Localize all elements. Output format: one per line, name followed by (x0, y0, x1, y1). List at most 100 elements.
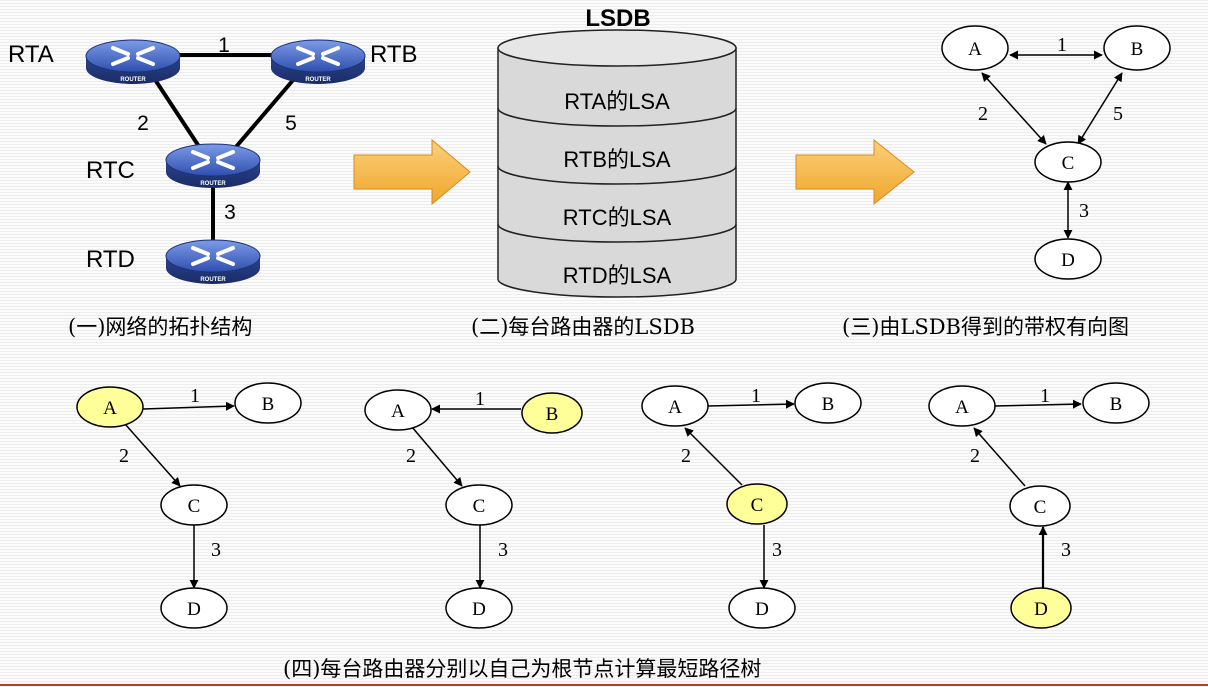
lsdb-entry: RTB的LSA (563, 147, 671, 172)
spt-weight-ac: 2 (406, 445, 416, 467)
weight-cd: 3 (1079, 200, 1089, 222)
caption-topology: (一)网络的拓扑结构 (68, 315, 252, 339)
cost-bc: 5 (285, 112, 297, 135)
spt-node-label: B (822, 394, 835, 415)
digraph-panel: 1 2 5 3 A B C D (三)由LSDB得到的带权有向图 (842, 25, 1171, 339)
router-badge: ROUTER (200, 277, 226, 283)
caption-digraph: (三)由LSDB得到的带权有向图 (842, 315, 1129, 339)
spt-edge-a-c (124, 423, 181, 487)
weight-bc: 5 (1113, 103, 1123, 125)
spt-weight-cd: 3 (772, 539, 782, 561)
spt-node-b (794, 382, 862, 424)
router-label-rtc: RTC (86, 157, 135, 184)
flow-arrow-1 (353, 138, 471, 206)
lsdb-entry: RTD的LSA (563, 263, 672, 288)
spt-node-d (160, 587, 228, 629)
spt-node-a (364, 389, 432, 431)
router-badge: ROUTER (305, 77, 331, 83)
spt-weight-ab: 1 (475, 388, 485, 410)
weight-ac: 2 (978, 103, 988, 125)
spt-weight-ab: 1 (190, 385, 200, 407)
spt-weight-cd: 3 (211, 539, 221, 561)
link-rtb-rtc (233, 70, 302, 150)
spt-node-b (1082, 382, 1150, 424)
topology-panel: 1 2 5 3 ROUTER ROUTER ROUTER ROUTER (8, 34, 418, 339)
spt-node-c (445, 484, 513, 526)
edge-b-c (1077, 72, 1123, 145)
spt-node-label: C (473, 496, 486, 517)
cost-ac: 2 (137, 112, 149, 135)
spt-edge-a-b (993, 399, 1082, 409)
caption-spt: (四)每台路由器分别以自己为根节点计算最短路径树 (283, 657, 761, 681)
spt-weight-ab: 1 (1040, 385, 1050, 407)
spt-edge-a-b (706, 399, 795, 409)
spt-node-a (928, 385, 996, 427)
spt-node-label: B (546, 404, 559, 425)
spt-node-b (234, 382, 302, 424)
lsdb-panel: LSDB RTA的LSA RTB的LSA RTC的LSA RTD的LSA (二)… (471, 5, 737, 339)
spt-node-a (641, 385, 709, 427)
router-label-rta: RTA (8, 41, 54, 68)
spt-node-c (160, 484, 228, 526)
spt-weight-ac: 2 (681, 445, 691, 467)
router-rta-icon: ROUTER (85, 39, 181, 84)
spt-weight-ab: 1 (751, 385, 761, 407)
lsdb-title: LSDB (585, 5, 650, 32)
lsdb-cylinder-icon (497, 29, 737, 298)
spt-tree-root-c: 1 2 3 A B C D (641, 382, 862, 629)
spt-node-d (728, 587, 796, 629)
spt-node-c (1009, 485, 1071, 527)
spt-node-label: D (755, 599, 769, 620)
graph-node-b (1103, 25, 1171, 71)
spt-node-label: A (391, 401, 405, 422)
router-badge: ROUTER (200, 181, 226, 187)
spt-weight-ac: 2 (970, 445, 980, 467)
router-label-rtd: RTD (86, 246, 135, 273)
spt-weight-cd: 3 (498, 539, 508, 561)
graph-node-c (1034, 141, 1102, 183)
spt-tree-root-b: 1 2 3 A B C D (364, 388, 583, 629)
spt-node-label: A (668, 397, 682, 418)
router-rtb-icon: ROUTER (270, 39, 366, 84)
spt-node-label: C (751, 495, 764, 516)
lsdb-entry: RTC的LSA (563, 205, 672, 230)
cost-cd: 3 (224, 201, 236, 224)
router-label-rtb: RTB (370, 41, 418, 68)
spt-node-b-root (521, 392, 583, 434)
caption-lsdb: (二)每台路由器的LSDB (471, 315, 695, 339)
router-badge: ROUTER (120, 77, 146, 83)
spt-panel: 1 2 3 A B C D 1 2 3 A B C D (76, 382, 1150, 681)
spt-node-label: C (1034, 497, 1047, 518)
weight-ab: 1 (1057, 34, 1067, 56)
spt-node-a-root (76, 386, 144, 428)
spt-node-label: C (188, 496, 201, 517)
graph-node-label: A (968, 39, 982, 60)
spt-node-label: D (187, 599, 201, 620)
spt-node-label: A (103, 398, 117, 419)
spt-edge-a-b (142, 401, 235, 411)
spt-node-d-root (1010, 587, 1072, 629)
spt-node-d (445, 587, 513, 629)
flow-arrow-2 (795, 138, 915, 206)
cost-ab: 1 (218, 34, 230, 57)
spt-node-label: B (1110, 394, 1123, 415)
graph-node-label: B (1131, 39, 1144, 60)
spt-edge-c-a (684, 427, 743, 486)
spt-weight-ac: 2 (119, 445, 129, 467)
spt-node-label: B (262, 394, 275, 415)
spt-tree-root-a: 1 2 3 A B C D (76, 382, 302, 629)
edge-a-c (981, 72, 1047, 145)
spt-node-label: A (955, 397, 969, 418)
spt-tree-root-d: 1 2 3 A B C D (928, 382, 1150, 629)
link-rta-rtc (148, 70, 202, 150)
spt-weight-cd: 3 (1061, 539, 1071, 561)
spt-node-label: D (472, 599, 486, 620)
graph-node-label: C (1062, 153, 1075, 174)
router-rtd-icon: ROUTER (165, 239, 261, 284)
spt-edge-a-c (411, 426, 463, 487)
spt-node-label: D (1034, 599, 1048, 620)
spt-edge-c-a (973, 427, 1026, 487)
graph-node-d (1034, 238, 1102, 280)
graph-node-a (941, 25, 1009, 71)
